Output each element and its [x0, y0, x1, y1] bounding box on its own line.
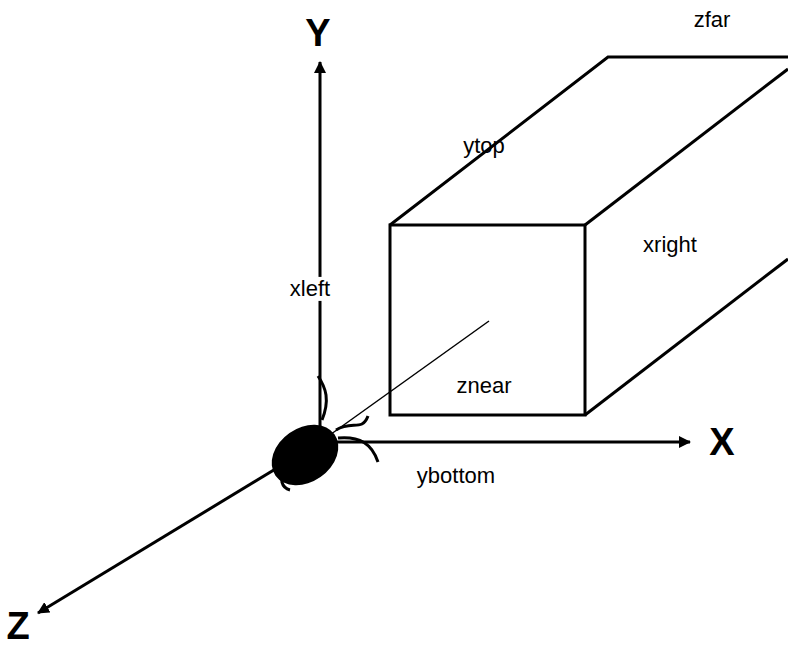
bug-viewer: [260, 376, 378, 498]
plane-label: xleft: [288, 277, 332, 301]
x-axis: [320, 441, 690, 444]
plane-label: zfar: [694, 8, 731, 32]
axis-label: X: [709, 422, 734, 464]
plane-label: ytop: [463, 134, 505, 158]
axis-label: Y: [305, 13, 330, 55]
plane-label: xright: [643, 233, 697, 257]
top-right-edge: [585, 69, 788, 225]
bottom-right-edge: [585, 259, 788, 415]
top-edges: [390, 57, 788, 225]
axis-label: Z: [6, 606, 29, 648]
plane-label: ybottom: [417, 464, 495, 488]
y-axis: [319, 62, 322, 442]
near-face: [390, 225, 585, 415]
plane-label: znear: [456, 374, 511, 398]
